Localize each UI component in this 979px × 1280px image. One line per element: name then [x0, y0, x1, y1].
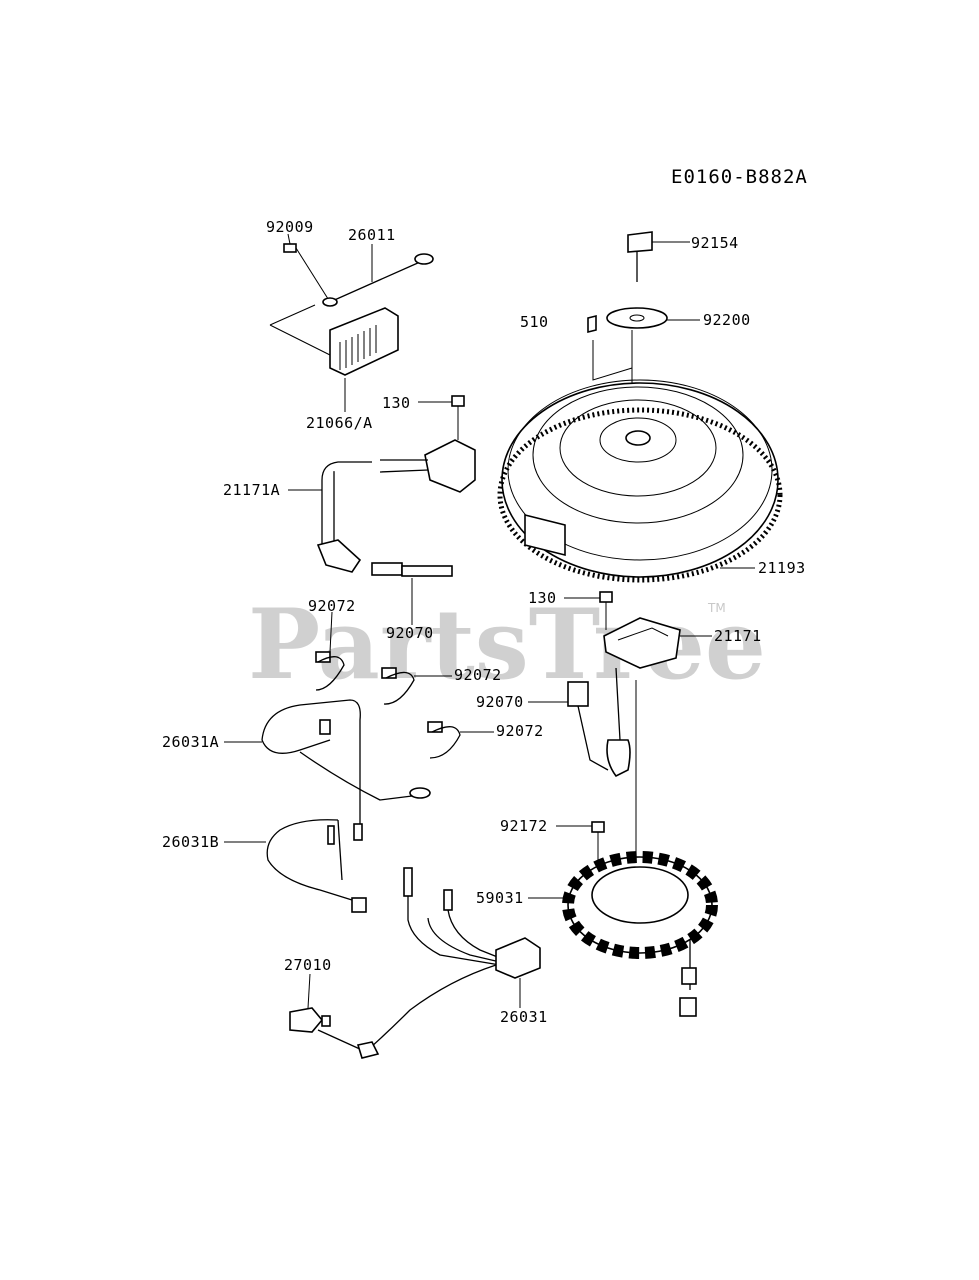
callout-27010[interactable]: 27010: [284, 956, 332, 974]
stator-59031[interactable]: [528, 680, 718, 1017]
oil-switch-27010[interactable]: [289, 973, 380, 1059]
callout-21066A[interactable]: 21066/A: [306, 414, 373, 432]
callout-92154[interactable]: 92154: [691, 234, 739, 252]
ignition-coil-assembly[interactable]: [288, 395, 476, 625]
clamp-92072-b[interactable]: [381, 667, 452, 705]
clamp-92072-a[interactable]: [315, 611, 345, 691]
callout-26031B[interactable]: 26031B: [162, 833, 219, 851]
callout-92172[interactable]: 92172: [500, 817, 548, 835]
watermark-text: PartsTree: [248, 588, 766, 701]
harness-26031B[interactable]: [224, 819, 367, 913]
callout-92070-switch[interactable]: 92070: [476, 693, 524, 711]
harness-26031A[interactable]: [224, 699, 431, 840]
clamp-92072-c[interactable]: [427, 721, 494, 759]
callout-130-top[interactable]: 130: [382, 394, 411, 412]
callout-510[interactable]: 510: [520, 313, 549, 331]
callout-26031A[interactable]: 26031A: [162, 733, 219, 751]
harness-26031[interactable]: [369, 867, 541, 1049]
callout-92070-plug[interactable]: 92070: [386, 624, 434, 642]
callout-26031[interactable]: 26031: [500, 1008, 548, 1026]
diagram-code: E0160-B882A: [671, 166, 808, 188]
armature-assembly[interactable]: [528, 591, 712, 778]
callout-59031[interactable]: 59031: [476, 889, 524, 907]
flywheel-assembly[interactable]: [497, 231, 783, 583]
watermark-trademark: TM: [707, 601, 726, 615]
regulator-assembly[interactable]: [269, 233, 434, 412]
callout-92072-top[interactable]: 92072: [308, 597, 356, 615]
callout-92072-mid[interactable]: 92072: [454, 666, 502, 684]
callout-26011[interactable]: 26011: [348, 226, 396, 244]
callout-92072-low[interactable]: 92072: [496, 722, 544, 740]
callout-130-armature[interactable]: 130: [528, 589, 557, 607]
callout-21171[interactable]: 21171: [714, 627, 762, 645]
callout-21193[interactable]: 21193: [758, 559, 806, 577]
callout-92009[interactable]: 92009: [266, 218, 314, 236]
callout-92200[interactable]: 92200: [703, 311, 751, 329]
callout-21171A[interactable]: 21171A: [223, 481, 280, 499]
